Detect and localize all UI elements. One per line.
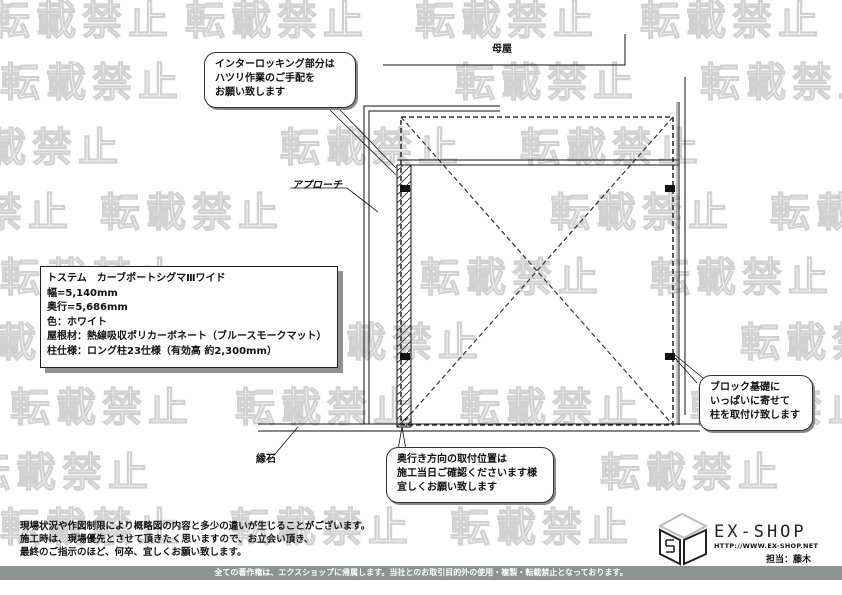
product-spec-box: トステム カーブポートシグマⅢワイド 幅=5,140mm 奥行=5,686mm … <box>40 266 338 368</box>
disclaimer-notes: 現場状況や作図制限により概略図の内容と多少の違いが生じることがございます。 施工… <box>20 520 370 559</box>
note-line: 現場状況や作図制限により概略図の内容と多少の違いが生じることがございます。 <box>20 521 371 532</box>
ex-shop-logo-icon <box>657 512 709 566</box>
copyright-bar: 全ての著作権は、エクスショップに帰属します。当社とのお取引目的外の使用・複製・転… <box>0 566 842 580</box>
spec-color: 色：ホワイト <box>47 316 107 328</box>
curb-stone-label: 縁石 <box>256 454 276 465</box>
callout-block-foundation: ブロック基礎に いっぱいに寄せて 柱を取付け致します <box>699 375 813 431</box>
main-house-label: 母屋 <box>492 44 512 55</box>
spec-width: 幅=5,140mm <box>47 287 118 299</box>
approach-label: アプローチ <box>292 180 342 191</box>
curb-stone <box>258 423 700 432</box>
carport-roof-outline <box>400 116 674 426</box>
main-house-outline <box>383 34 686 415</box>
note-line: 施工時は、現場優先とさせて頂きたく思いますので、お立会い頂き、 <box>20 534 314 545</box>
post-marker <box>665 353 675 360</box>
spec-pillar: 柱仕様：ロング柱23仕様（有効高 約2,300mm） <box>47 345 277 357</box>
post-marker <box>400 185 410 192</box>
brand-name: EX-SHOP <box>714 522 807 542</box>
leader-lines <box>269 109 704 461</box>
approach-wall <box>363 105 500 424</box>
callout-interlocking: インターロッキング部分は ハツリ作業のご手配を お願い致します <box>204 52 356 108</box>
post-marker <box>665 185 675 192</box>
spec-roof-material: 屋根材：熱線吸収ポリカーボネート（ブルースモークマット） <box>47 331 327 342</box>
spec-depth: 奥行=5,686mm <box>47 302 128 313</box>
callout-depth-position: 奥行き方向の取付位置は 施工当日ご確認くださいます様 宜しくお願い致します <box>386 447 554 503</box>
note-line: 最終のご指示のほど、何卒、宜しくお願い致します。 <box>20 547 247 558</box>
brand-url: HTTP://WWW.EX-SHOP.NET <box>714 542 819 550</box>
staff-name: 担当：藤木 <box>766 555 812 565</box>
spec-product: トステム カーブポートシグマⅢワイド <box>47 273 226 284</box>
post-marker <box>400 353 410 360</box>
carport-posts <box>400 185 675 360</box>
block-foundation <box>396 102 680 428</box>
